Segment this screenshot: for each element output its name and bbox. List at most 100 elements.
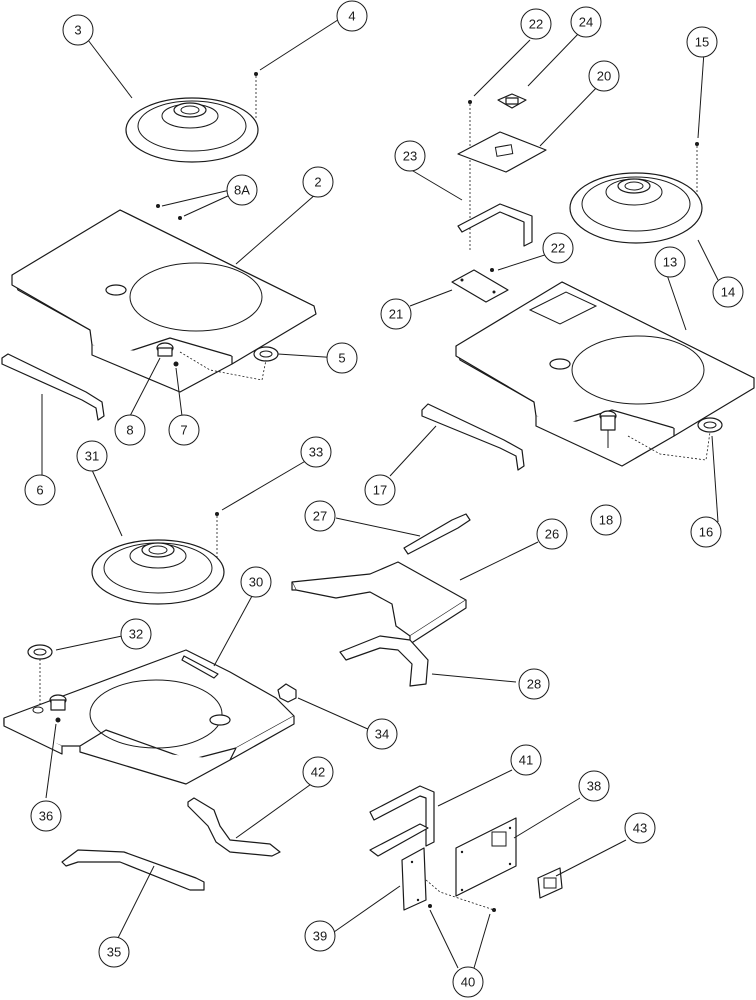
svg-text:16: 16 <box>699 525 713 540</box>
callout-38: 38 <box>578 770 610 802</box>
part-4-screw <box>254 72 258 118</box>
svg-text:39: 39 <box>313 929 327 944</box>
svg-text:15: 15 <box>695 35 709 50</box>
leader-lines <box>41 15 719 969</box>
part-7-pin <box>173 361 179 367</box>
part-43-latch <box>537 867 563 899</box>
callout-8: 8 <box>114 414 146 446</box>
callout-3: 3 <box>62 14 94 46</box>
svg-text:38: 38 <box>587 779 601 794</box>
svg-text:43: 43 <box>633 821 647 836</box>
part-38-cover-plate <box>455 817 517 897</box>
callout-5: 5 <box>326 342 358 374</box>
svg-text:41: 41 <box>519 753 533 768</box>
callout-21: 21 <box>380 298 412 330</box>
part-35-rail <box>61 849 205 891</box>
svg-text:2: 2 <box>314 175 321 190</box>
part-28-u-gasket <box>339 635 429 687</box>
svg-text:26: 26 <box>545 527 559 542</box>
svg-text:31: 31 <box>85 449 99 464</box>
callout-41: 41 <box>510 744 542 776</box>
part-36-knob <box>49 694 67 723</box>
callout-4: 4 <box>336 0 368 32</box>
svg-text:32: 32 <box>129 627 143 642</box>
part-18-knob <box>599 410 617 448</box>
part-17-rail <box>421 403 525 471</box>
svg-text:5: 5 <box>338 351 345 366</box>
part-32-grommet <box>27 644 53 706</box>
callout-16: 16 <box>690 516 722 548</box>
part-15-screw <box>695 142 699 198</box>
part-20-cover-plate <box>457 131 547 173</box>
part-8a-screws <box>156 204 182 220</box>
callout-30: 30 <box>240 566 272 598</box>
callout-13: 13 <box>654 246 686 278</box>
part-23-gasket <box>457 203 533 247</box>
callout-17: 17 <box>364 474 396 506</box>
svg-text:13: 13 <box>663 255 677 270</box>
callout-31: 31 <box>76 440 108 472</box>
part-6-rail <box>1 353 105 421</box>
part-13-base-plate <box>455 281 755 467</box>
callout-22-top: 22 <box>520 8 552 40</box>
part-16-grommet <box>627 417 723 461</box>
svg-text:17: 17 <box>373 483 387 498</box>
part-30-base-plate <box>3 649 295 785</box>
part-8-knob <box>156 342 174 357</box>
part-14-dome-cover <box>569 172 703 244</box>
svg-text:34: 34 <box>375 727 389 742</box>
callout-20: 20 <box>588 60 620 92</box>
svg-text:8A: 8A <box>234 183 250 198</box>
part-24-latch <box>497 93 527 109</box>
callout-43: 43 <box>624 812 656 844</box>
callout-33: 33 <box>300 436 332 468</box>
part-40-screws <box>425 879 496 912</box>
svg-text:20: 20 <box>597 69 611 84</box>
part-39-plate <box>401 847 427 911</box>
svg-text:22: 22 <box>551 241 565 256</box>
callout-42: 42 <box>302 756 334 788</box>
callout-27: 27 <box>304 500 336 532</box>
part-27-strip <box>403 513 471 555</box>
callout-6: 6 <box>24 474 56 506</box>
svg-text:4: 4 <box>348 9 355 24</box>
svg-text:35: 35 <box>107 945 121 960</box>
part-26-panel <box>291 561 467 645</box>
callout-22-lower: 22 <box>542 232 574 264</box>
part-21-plate <box>451 269 509 303</box>
part-34-clip <box>277 683 297 703</box>
part-2-base-plate <box>11 209 317 393</box>
svg-text:36: 36 <box>39 809 53 824</box>
svg-text:3: 3 <box>74 23 81 38</box>
svg-text:40: 40 <box>461 975 475 990</box>
callout-40: 40 <box>452 966 484 998</box>
callout-8a: 8A <box>226 174 258 206</box>
callout-7: 7 <box>168 414 200 446</box>
part-22-screw-lower <box>490 268 494 272</box>
svg-text:14: 14 <box>721 285 735 300</box>
svg-text:7: 7 <box>180 423 187 438</box>
svg-text:27: 27 <box>313 509 327 524</box>
callout-24: 24 <box>570 6 602 38</box>
svg-text:6: 6 <box>36 483 43 498</box>
part-41-gasket <box>369 785 435 857</box>
callout-39: 39 <box>304 920 336 952</box>
callout-35: 35 <box>98 936 130 968</box>
callout-28: 28 <box>518 668 550 700</box>
callout-23: 23 <box>394 140 426 172</box>
svg-text:23: 23 <box>403 149 417 164</box>
callout-14: 14 <box>712 276 744 308</box>
svg-text:42: 42 <box>311 765 325 780</box>
svg-text:8: 8 <box>126 423 133 438</box>
part-5-grommet <box>179 346 279 381</box>
svg-text:28: 28 <box>527 677 541 692</box>
callout-15: 15 <box>686 26 718 58</box>
callout-2: 2 <box>302 166 334 198</box>
svg-text:30: 30 <box>249 575 263 590</box>
part-42-gasket <box>187 797 281 857</box>
callout-34: 34 <box>366 718 398 750</box>
svg-text:18: 18 <box>599 513 613 528</box>
callout-32: 32 <box>120 618 152 650</box>
callout-36: 36 <box>30 800 62 832</box>
